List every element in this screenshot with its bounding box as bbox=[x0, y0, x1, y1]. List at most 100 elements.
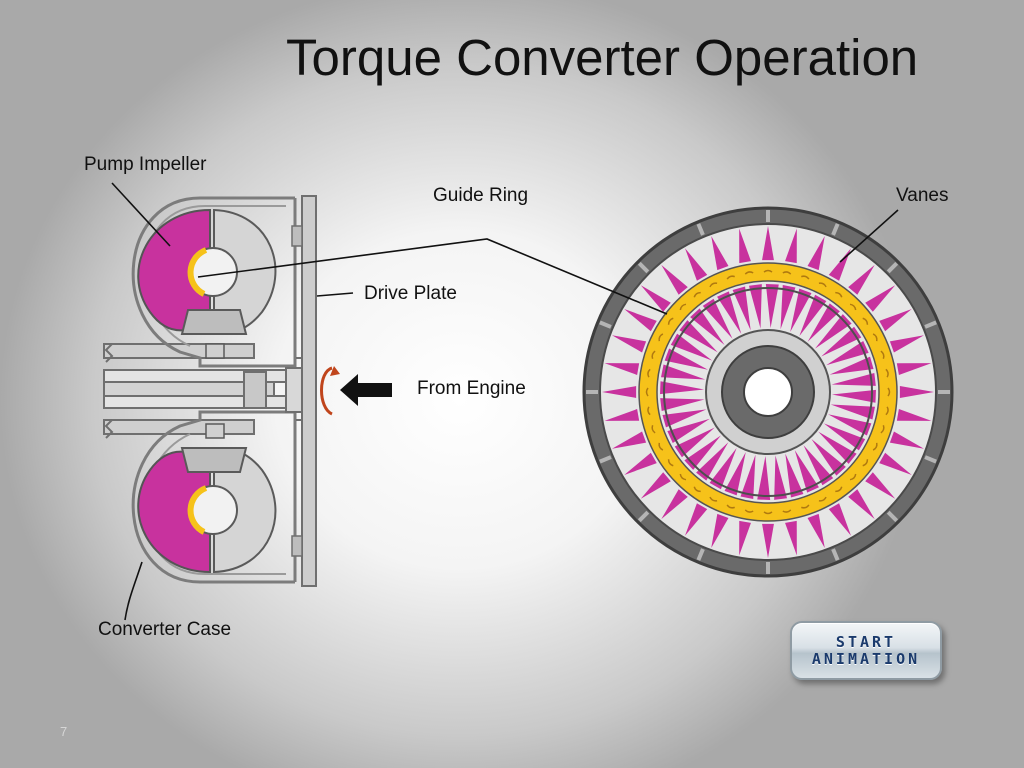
guide-ring-mark bbox=[872, 442, 878, 451]
outer-vane bbox=[785, 228, 797, 264]
outer-vane bbox=[739, 520, 751, 556]
inner-vane bbox=[790, 288, 812, 332]
inner-vane bbox=[811, 439, 846, 476]
leader-pump-impeller bbox=[111, 182, 171, 247]
guide-ring-mark bbox=[726, 275, 735, 280]
inner-vane bbox=[757, 455, 771, 500]
guide-ring-mark bbox=[835, 291, 843, 298]
guide-ring-mark bbox=[658, 442, 664, 451]
leader-converter-case bbox=[124, 561, 143, 621]
pump-impeller-upper bbox=[137, 208, 211, 332]
guide-ring-mark bbox=[651, 425, 656, 434]
rim-mark bbox=[831, 223, 840, 236]
inner-vane bbox=[732, 286, 751, 331]
leader-vanes bbox=[839, 209, 899, 263]
inner-vane bbox=[780, 285, 796, 330]
guide-ring-lower bbox=[187, 485, 208, 535]
rim-mark bbox=[696, 548, 705, 561]
rim-mark bbox=[696, 223, 705, 236]
inner-vane bbox=[748, 284, 762, 329]
outer-vane bbox=[762, 523, 774, 558]
inner-vane bbox=[661, 364, 706, 380]
guide-ring-mark bbox=[801, 275, 810, 280]
rim-mark bbox=[886, 261, 899, 274]
outer-vane bbox=[661, 264, 688, 295]
vanes bbox=[602, 226, 934, 558]
guide-ring-mark bbox=[667, 459, 674, 467]
guide-ring-mark bbox=[709, 282, 718, 288]
rim-mark bbox=[637, 510, 650, 523]
outer-vane bbox=[896, 409, 932, 421]
leader-guide-ring bbox=[197, 238, 668, 315]
rim-mark bbox=[637, 261, 650, 274]
guide-ring-mark bbox=[880, 425, 885, 434]
inner-vane bbox=[831, 372, 876, 386]
outer-vane bbox=[889, 431, 924, 449]
start-animation-line2: ANIMATION bbox=[811, 649, 921, 668]
inner-vane bbox=[829, 356, 874, 375]
outer-vane bbox=[899, 386, 934, 398]
label-vanes: Vanes bbox=[896, 185, 949, 206]
inner-vane bbox=[818, 431, 857, 464]
outer-vane bbox=[685, 248, 708, 281]
outer-vane bbox=[739, 228, 751, 264]
inner-vane bbox=[674, 427, 715, 458]
front-view bbox=[582, 206, 954, 578]
inner-vane bbox=[664, 348, 708, 370]
guide-ring-mark bbox=[726, 504, 735, 509]
label-converter-case: Converter Case bbox=[98, 619, 232, 640]
inner-vane bbox=[696, 442, 729, 481]
inner-vane bbox=[785, 453, 804, 498]
rim-mark bbox=[831, 548, 840, 561]
converter-case bbox=[131, 196, 295, 584]
outer-vane bbox=[896, 363, 932, 375]
inner-vane bbox=[667, 418, 710, 443]
outer-vane bbox=[848, 264, 875, 295]
outer-vane bbox=[624, 309, 657, 332]
guide-ring-mark bbox=[679, 303, 687, 311]
guide-ring-mark bbox=[651, 350, 656, 359]
outer-vane bbox=[602, 386, 637, 398]
inner-vane bbox=[826, 341, 869, 366]
guide-ring-mark bbox=[849, 303, 857, 311]
start-animation-line1: START bbox=[835, 632, 897, 651]
guide-ring-mark bbox=[885, 406, 889, 416]
guide-ring-mark bbox=[801, 504, 810, 509]
inner-vane bbox=[709, 447, 737, 490]
slide-title: Torque Converter Operation bbox=[286, 29, 919, 86]
label-from-engine: From Engine bbox=[417, 378, 526, 399]
guide-ring-upper bbox=[187, 247, 208, 297]
outer-vane bbox=[807, 513, 825, 548]
guide-ring-mark bbox=[647, 368, 651, 378]
guide-ring-mark bbox=[885, 368, 889, 378]
inner-vane bbox=[821, 326, 862, 357]
outer-vane bbox=[879, 452, 912, 475]
outer-vane bbox=[612, 431, 647, 449]
guide-ring-mark bbox=[862, 317, 869, 325]
label-guide-ring: Guide Ring bbox=[433, 185, 529, 206]
guide-ring-mark bbox=[709, 496, 718, 502]
guide-ring-mark bbox=[835, 486, 843, 493]
outer-vane bbox=[828, 503, 851, 536]
guide-ring-mark bbox=[887, 387, 891, 397]
outer-vane bbox=[762, 226, 774, 261]
guide-ring-mark bbox=[763, 511, 773, 515]
rim-mark bbox=[599, 455, 612, 464]
guide-ring-mark bbox=[744, 509, 754, 513]
inner-vane bbox=[830, 404, 875, 420]
rim-mark bbox=[886, 510, 899, 523]
inner-vane bbox=[684, 435, 721, 470]
inner-vane bbox=[765, 284, 779, 329]
case-rim-marks bbox=[586, 210, 950, 574]
guide-ring-mark bbox=[679, 473, 687, 481]
stator-upper bbox=[180, 309, 248, 335]
guide-ring-mark bbox=[782, 509, 792, 513]
inner-vane bbox=[774, 455, 788, 500]
guide-ring-mark bbox=[862, 459, 869, 467]
start-animation-button[interactable]: START ANIMATION bbox=[790, 621, 942, 680]
inner-vane bbox=[803, 445, 834, 486]
guide-ring-mark bbox=[647, 406, 651, 416]
slide-number: 7 bbox=[60, 724, 68, 739]
leader-drive-plate bbox=[316, 292, 354, 297]
